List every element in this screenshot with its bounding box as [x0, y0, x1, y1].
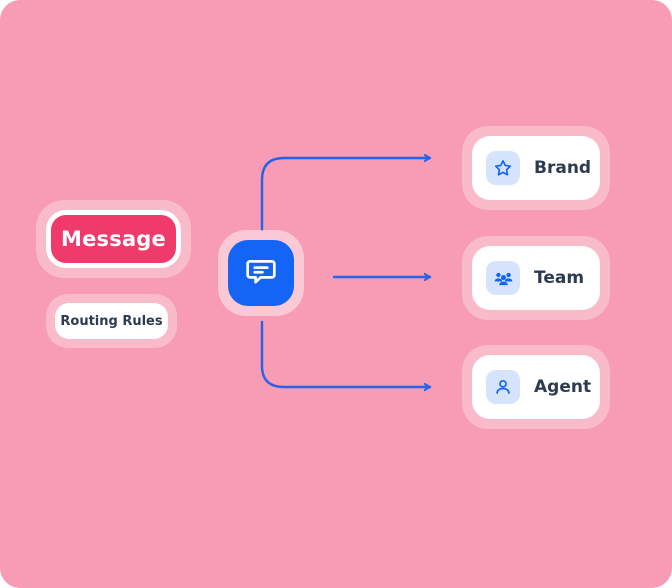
hub-node-tile: [228, 240, 294, 306]
connector-hub-to-brand: [260, 154, 432, 232]
target-card-team-label: Team: [534, 268, 585, 288]
target-card-agent-body: Agent: [472, 355, 600, 419]
message-label: Message: [51, 215, 176, 263]
target-card-team[interactable]: Team: [462, 236, 610, 320]
routing-rules-label: Routing Rules: [55, 303, 168, 339]
message-node[interactable]: Message: [36, 200, 191, 278]
message-node-ring: Message: [46, 210, 181, 268]
target-card-brand-label: Brand: [534, 158, 592, 178]
people-group-icon: [486, 261, 520, 295]
person-outline-icon: [486, 370, 520, 404]
target-card-brand[interactable]: Brand: [462, 126, 610, 210]
target-card-agent[interactable]: Agent: [462, 345, 610, 429]
connector-hub-to-agent: [260, 320, 432, 391]
target-card-team-body: Team: [472, 246, 600, 310]
star-outline-icon: [486, 151, 520, 185]
target-card-agent-label: Agent: [534, 377, 592, 397]
hub-node[interactable]: [218, 230, 304, 316]
routing-rules-node[interactable]: Routing Rules: [46, 294, 177, 348]
target-card-brand-body: Brand: [472, 136, 600, 200]
chat-bubble-icon: [244, 254, 278, 292]
